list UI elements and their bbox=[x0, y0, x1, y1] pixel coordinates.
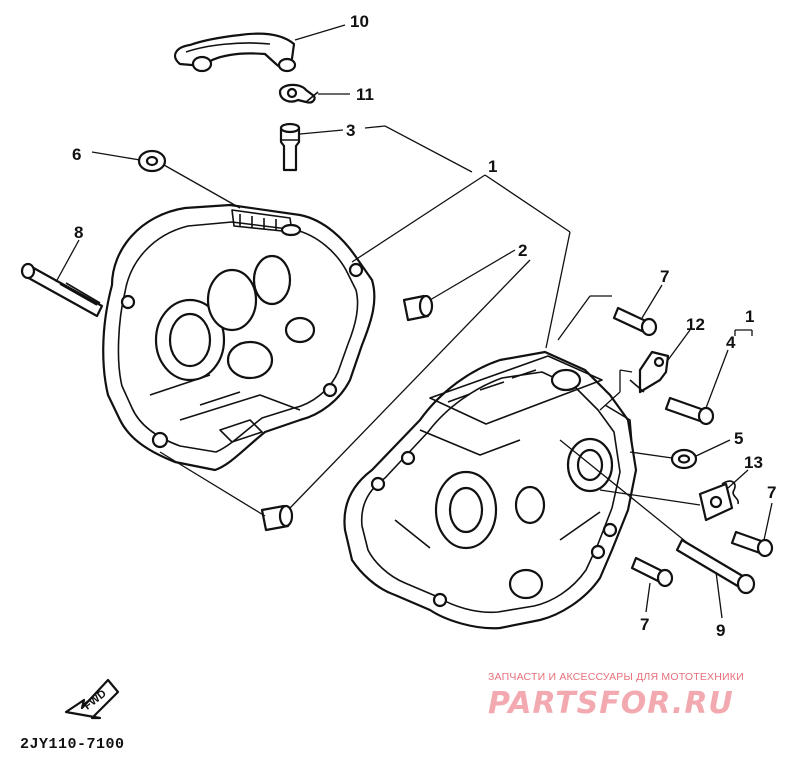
callout-7-right: 7 bbox=[767, 483, 776, 502]
part-9-long-bolt bbox=[675, 538, 756, 595]
leader-lines bbox=[55, 24, 773, 619]
part-7-bolt-right bbox=[730, 530, 774, 558]
callout-6: 6 bbox=[72, 145, 81, 164]
callout-9: 9 bbox=[716, 621, 725, 640]
part-4-bolt bbox=[664, 396, 715, 426]
part-7-bolt-bottom bbox=[630, 556, 674, 588]
callout-13: 13 bbox=[744, 453, 763, 472]
part-6-washer bbox=[137, 149, 167, 173]
drawing-code: 2JY110-7100 bbox=[20, 736, 125, 753]
part-2-dowel-pin-lower bbox=[260, 504, 294, 532]
callout-3: 3 bbox=[346, 121, 355, 140]
part-7-bolt-top bbox=[612, 306, 658, 337]
callout-labels: 10 11 3 6 1 8 2 7 12 1 4 5 13 7 7 9 bbox=[72, 12, 776, 640]
callout-4: 4 bbox=[726, 333, 736, 352]
callout-7-bottom: 7 bbox=[640, 615, 649, 634]
callout-5: 5 bbox=[734, 429, 743, 448]
right-crankcase-half bbox=[343, 350, 638, 630]
left-crankcase-half bbox=[102, 203, 376, 472]
part-11-hose-clip bbox=[278, 83, 319, 104]
part-2-dowel-pin-upper bbox=[402, 294, 434, 322]
callout-12: 12 bbox=[686, 315, 705, 334]
part-12-bracket bbox=[629, 350, 670, 394]
callout-2: 2 bbox=[518, 241, 527, 260]
part-10-breather-hose bbox=[173, 32, 297, 73]
callout-10: 10 bbox=[350, 12, 369, 31]
watermark-logo: PARTSFOR.RU bbox=[488, 686, 734, 721]
part-3-breather-fitting bbox=[279, 122, 301, 172]
part-13-switch bbox=[698, 480, 740, 522]
callout-1-top: 1 bbox=[488, 157, 497, 176]
callout-1-right: 1 bbox=[745, 307, 754, 326]
part-5-washer bbox=[670, 448, 698, 470]
callout-11: 11 bbox=[356, 85, 374, 104]
part-8-long-bolt bbox=[20, 262, 104, 318]
fwd-arrow: FWD bbox=[64, 678, 120, 720]
watermark-caption: ЗАПЧАСТИ И АКСЕССУАРЫ ДЛЯ МОТОТЕХНИКИ bbox=[488, 671, 744, 683]
callout-8: 8 bbox=[74, 223, 83, 242]
callout-7-top: 7 bbox=[660, 267, 669, 286]
